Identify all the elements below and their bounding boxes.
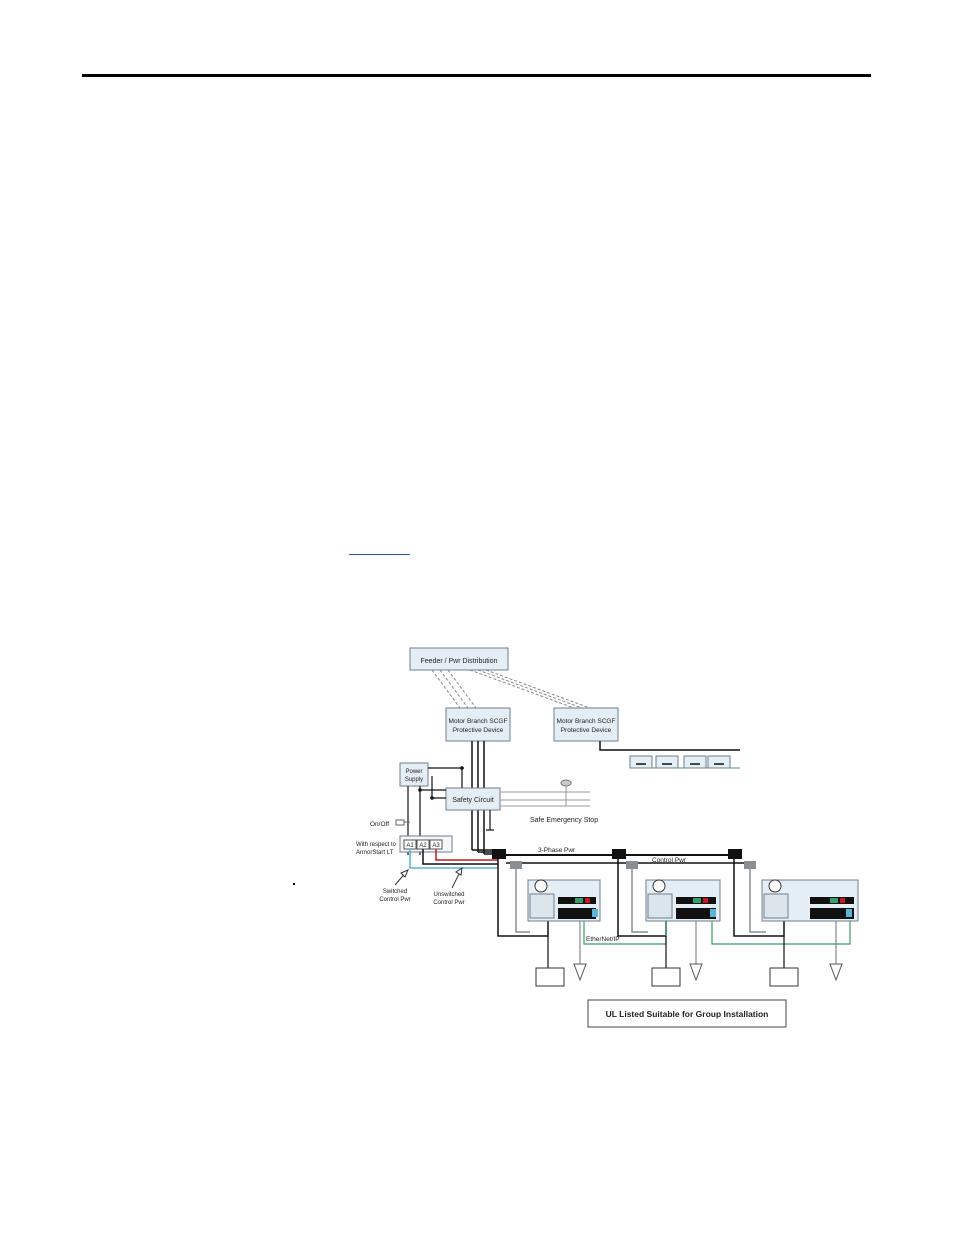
branch-left-line2: Protective Device xyxy=(453,727,504,734)
safety-circuit-label: Safety Circuit xyxy=(452,797,494,804)
feeder-bundle-lines xyxy=(431,669,591,709)
feeder-label: Feeder / Pwr Distribution xyxy=(420,658,497,665)
starter-unit-3 xyxy=(761,879,859,922)
ul-label-box: UL Listed Suitable for Group Installatio… xyxy=(587,999,787,1028)
sensor-icons xyxy=(573,963,843,982)
estop-label: Safe Emergency Stop xyxy=(530,817,598,824)
estop-lines xyxy=(500,786,590,807)
switched-line1: Switched xyxy=(383,889,407,895)
figure-reference-link[interactable] xyxy=(349,540,410,555)
branch-left-line1: Motor Branch SCGF xyxy=(449,718,508,725)
feeder-box: Feeder / Pwr Distribution xyxy=(409,647,509,671)
branch-box-right: Motor Branch SCGF Protective Device xyxy=(553,707,619,742)
branch-right-line1: Motor Branch SCGF xyxy=(557,718,616,725)
header-rule xyxy=(82,74,871,77)
power-supply-line1: Power xyxy=(405,769,422,775)
with-respect-line2: ArmorStart LT xyxy=(356,850,394,856)
motor-drops xyxy=(547,921,837,968)
ethernet-label: EtherNet/IP xyxy=(586,936,620,943)
terminal-a1: A1 xyxy=(406,843,414,849)
three-phase-label: 3-Phase Pwr xyxy=(538,847,576,854)
stray-dot xyxy=(293,883,295,885)
unswitched-arrow xyxy=(451,866,463,889)
starter-unit-2 xyxy=(645,879,721,922)
safety-circuit-box: Safety Circuit xyxy=(445,787,501,811)
junction-dots xyxy=(418,766,464,800)
on-off-label: On/Off xyxy=(370,821,389,828)
unswitched-line1: Unswitched xyxy=(433,892,464,898)
on-off-switch-icon xyxy=(395,819,410,826)
terminal-a2: A2 xyxy=(419,843,427,849)
mini-devices xyxy=(629,755,731,769)
starter-unit-1 xyxy=(527,879,601,922)
switched-line2: Control Pwr xyxy=(379,897,410,903)
with-respect-line1: With respect to xyxy=(356,842,397,848)
motor-icons xyxy=(535,967,799,987)
switched-arrow xyxy=(394,869,409,886)
branch-right-line2: Protective Device xyxy=(561,727,612,734)
terminal-a3: A3 xyxy=(432,843,440,849)
ul-label: UL Listed Suitable for Group Installatio… xyxy=(606,1009,769,1019)
unswitched-line2: Control Pwr xyxy=(433,900,464,906)
control-power-wires xyxy=(409,849,498,869)
power-supply-line2: Supply xyxy=(405,777,423,783)
branch-box-left: Motor Branch SCGF Protective Device xyxy=(445,707,511,742)
ethernet-line xyxy=(583,921,851,945)
terminal-block: A1 A2 A3 xyxy=(399,835,453,853)
tap-connectors xyxy=(492,849,756,869)
power-supply-box: Power Supply xyxy=(399,762,429,787)
estop-button-icon xyxy=(560,779,572,787)
control-pwr-label: Control Pwr xyxy=(652,857,687,864)
